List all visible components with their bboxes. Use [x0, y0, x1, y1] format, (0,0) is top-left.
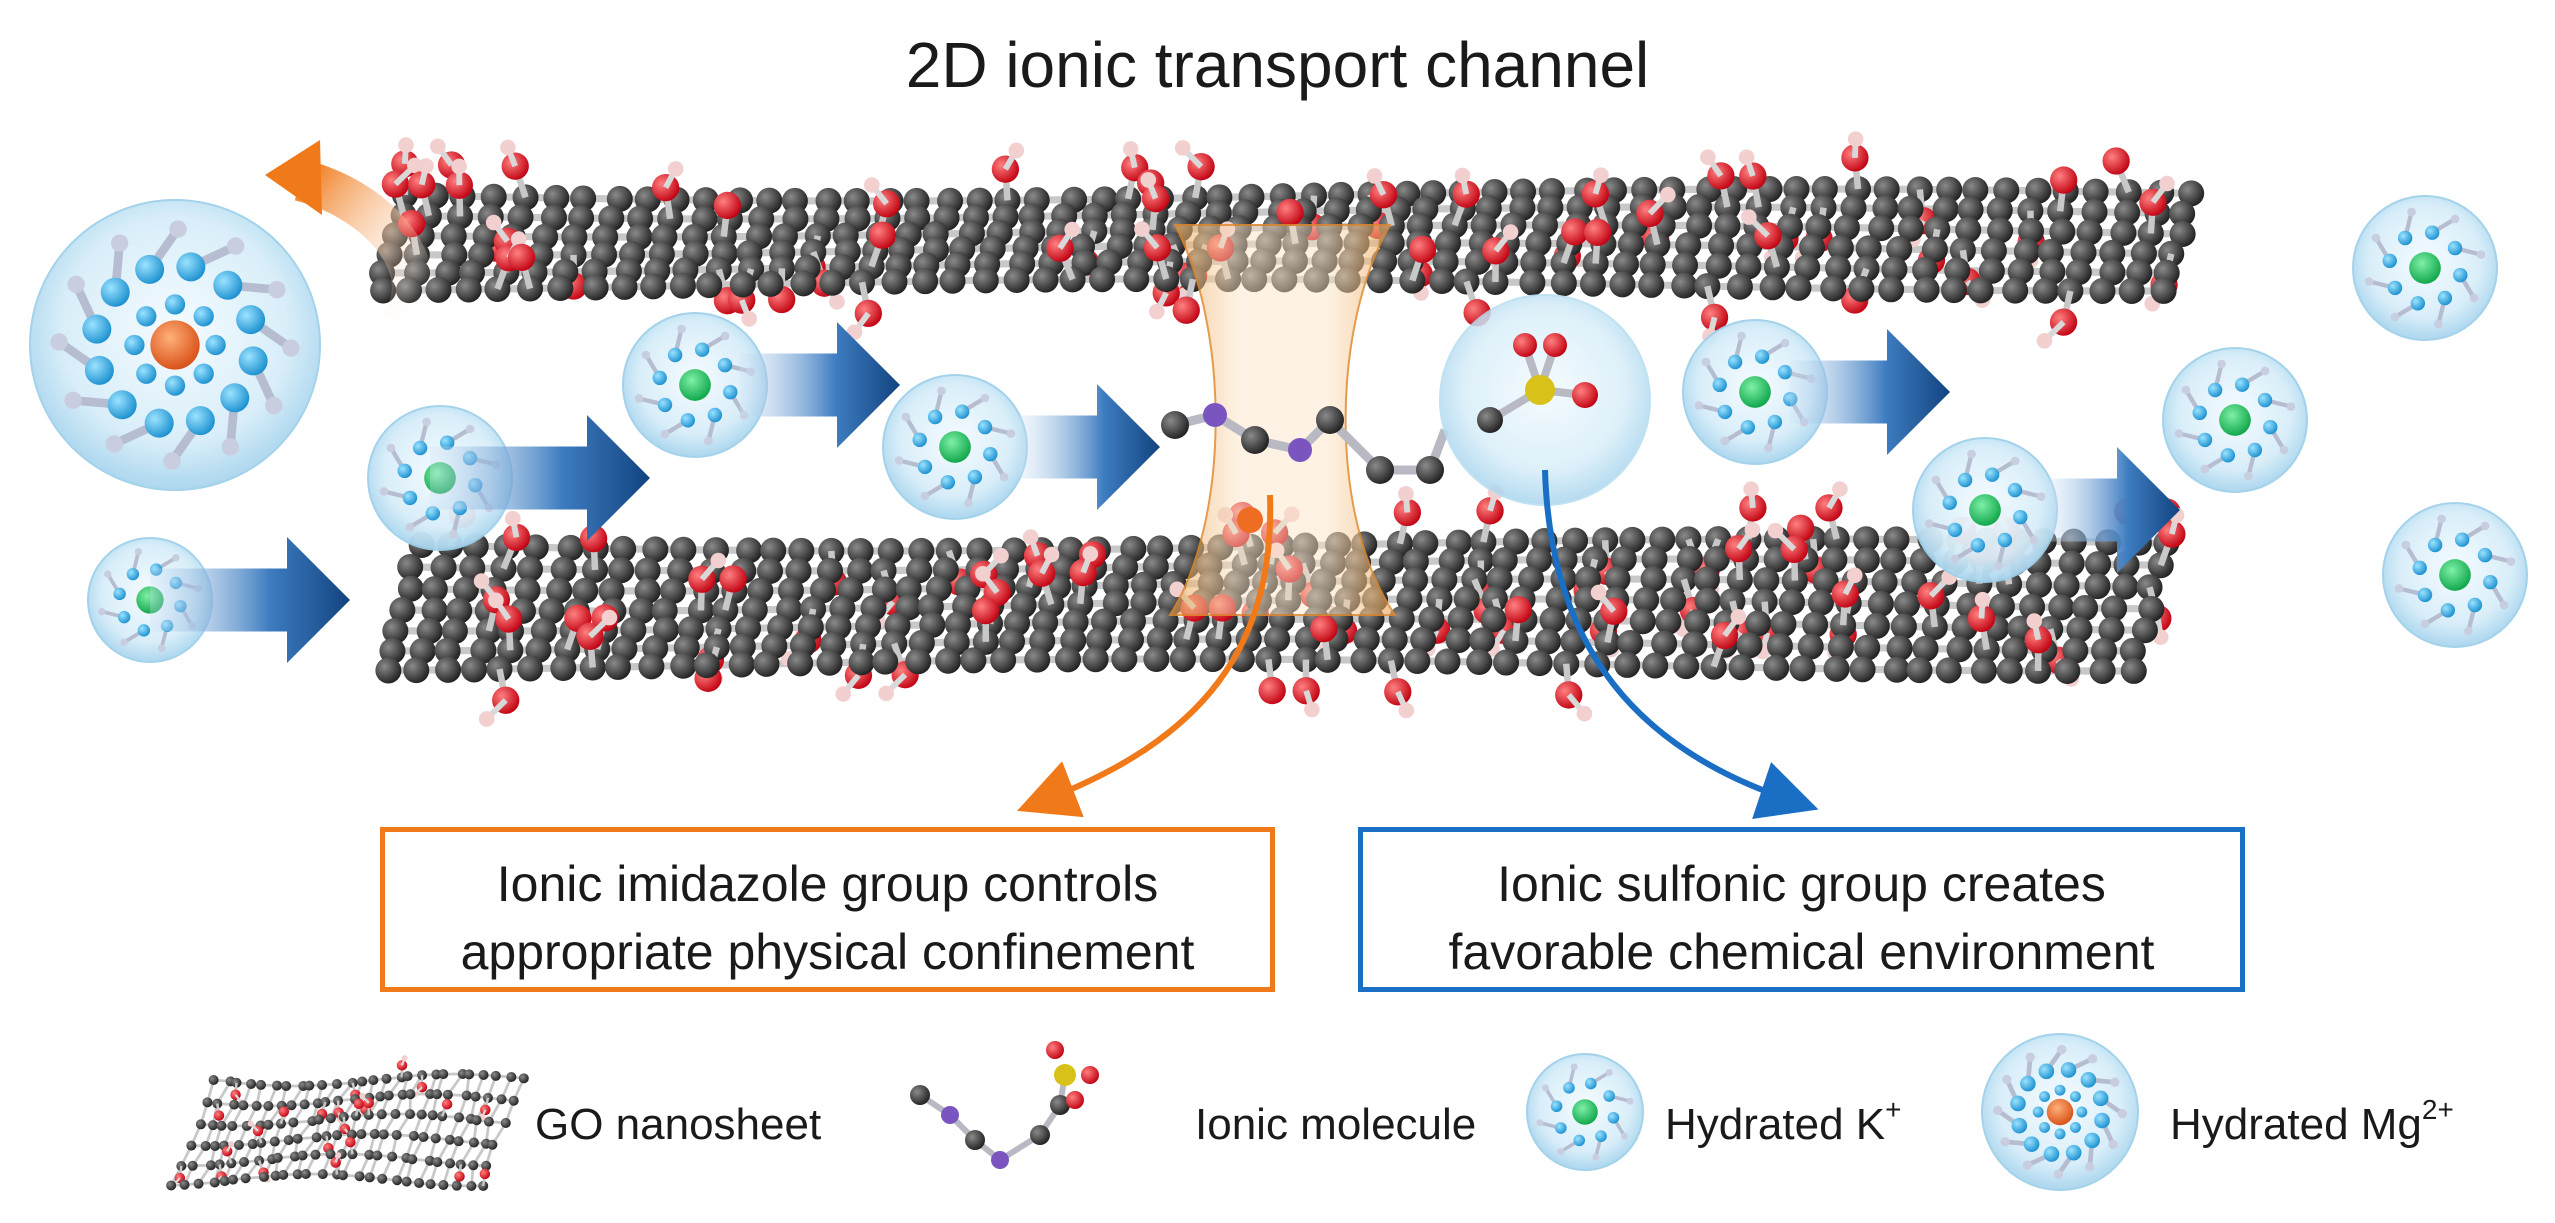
hydrated-k-ion	[2162, 347, 2308, 493]
legend-hydrated-mg-label: Hydrated Mg2+	[2170, 1094, 2454, 1149]
legend-hydrated-mg-icon	[1981, 1033, 2139, 1191]
flow-arrows	[150, 322, 2180, 663]
flow-arrow	[740, 322, 900, 448]
sulfonic-line-2: favorable chemical environment	[1448, 924, 2155, 980]
imidazole-line-1: Ionic imidazole group controls	[496, 856, 1159, 912]
flow-arrow	[1020, 384, 1160, 510]
hydrated-k-ion	[1912, 437, 2058, 583]
hydrated-k-ion	[2382, 502, 2528, 648]
legend-ionic-molecule-icon	[910, 1041, 1099, 1169]
hydrated-mg-ion	[1981, 1033, 2139, 1191]
flow-arrow	[1790, 329, 1950, 455]
hydrated-k-ion	[882, 374, 1028, 520]
imidazole-callout-arrow	[1017, 494, 1274, 818]
ionic-molecule-in-channel	[1161, 403, 1450, 533]
flow-arrow	[430, 415, 650, 541]
hydrated-mg-ion	[29, 199, 321, 491]
diagram-title: 2D ionic transport channel	[905, 29, 1650, 101]
hydrated-k-ion	[1526, 1053, 1644, 1171]
legend-ionic-molecule-label: Ionic molecule	[1195, 1100, 1477, 1149]
confinement-channel	[1168, 224, 1397, 616]
sulfonic-callout-arrow	[1542, 469, 1819, 819]
sulfonic-callout-box: Ionic sulfonic group creates favorable c…	[1358, 827, 2245, 992]
rejection-arrow	[265, 140, 434, 338]
imidazole-callout-box: Ionic imidazole group controls appropria…	[380, 827, 1275, 992]
hydrated-ions	[29, 195, 2528, 663]
hydrated-k-ion	[2352, 195, 2498, 341]
legend-hydrated-k-icon	[1526, 1053, 1644, 1171]
flow-arrow	[2050, 447, 2180, 573]
legend-hydrated-k-label: Hydrated K+	[1665, 1094, 1902, 1149]
legend-go-nanosheet-label: GO nanosheet	[535, 1100, 822, 1149]
legend-go-nanosheet-icon	[166, 1055, 529, 1191]
sulfonic-group-shell	[1439, 294, 1651, 506]
sulfonic-line-1: Ionic sulfonic group creates	[1497, 856, 2106, 912]
flow-arrow	[150, 537, 350, 663]
imidazole-line-2: appropriate physical confinement	[460, 924, 1195, 980]
hydrated-k-ion	[622, 312, 768, 458]
